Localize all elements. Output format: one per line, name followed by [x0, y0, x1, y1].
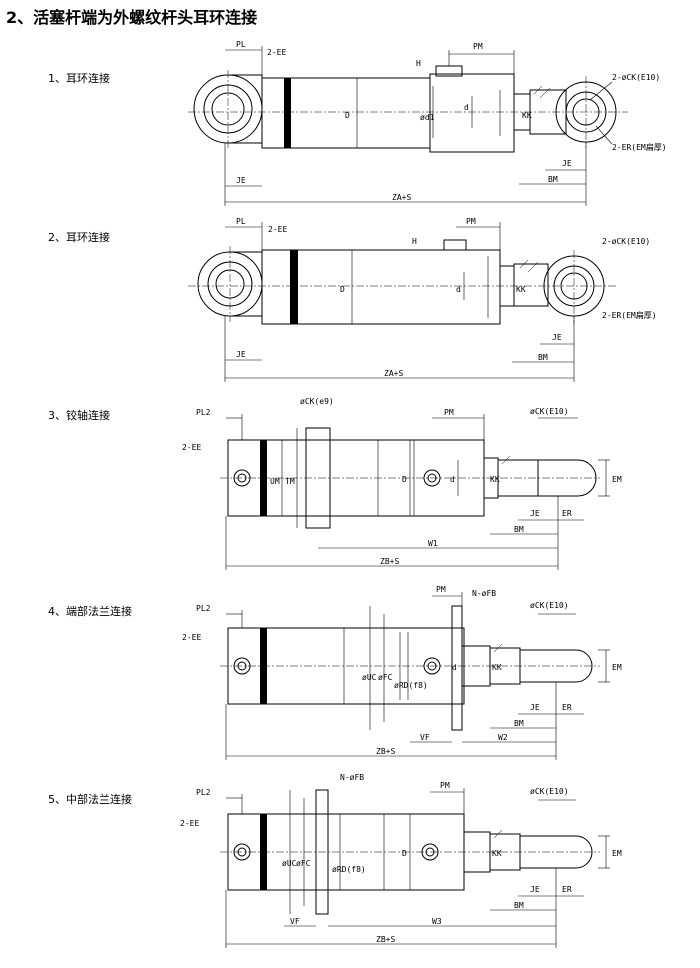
seal-band — [290, 250, 298, 324]
dim-bm: BM — [514, 719, 524, 728]
dim-zb: ZB+S — [376, 747, 395, 756]
page-title: 2、活塞杆端为外螺纹杆头耳环连接 — [6, 8, 258, 27]
dim-rod-d: d — [464, 103, 469, 112]
dim-uc: øUC — [282, 859, 297, 868]
dim-ee: 2-EE — [182, 443, 201, 452]
dim-ee: 2-EE — [268, 225, 287, 234]
diagram-ear-1: PL 2-EE PM H D ød1 d KK 2-øCK(E10) 2-ER(… — [188, 40, 667, 206]
dim-ck: 2-øCK(E10) — [612, 73, 660, 82]
dim-pl2: PL2 — [196, 408, 211, 417]
dim-je-left: JE — [236, 350, 246, 359]
dim-pm: PM — [444, 408, 454, 417]
dim-pl2: PL2 — [196, 604, 211, 613]
dim-w3: W3 — [432, 917, 442, 926]
dim-pm: PM — [436, 585, 446, 594]
diagram-ear-2: PL 2-EE PM H D d KK 2-øCK(E10) 2-ER(EM扁厚… — [188, 217, 657, 382]
dim-er: 2-ER(EM扁厚) — [602, 310, 657, 320]
dim-rod-d: d — [456, 285, 461, 294]
section-3-label: 3、铰轴连接 — [48, 409, 110, 422]
dim-fb: N-øFB — [340, 773, 364, 782]
dim-fb: N-øFB — [472, 589, 496, 598]
dim-d-bore: D — [345, 111, 350, 120]
dim-um: UM — [270, 477, 280, 486]
dim-kk: KK — [522, 111, 532, 120]
section-5-label: 5、中部法兰连接 — [48, 793, 132, 806]
dim-rod-d: d — [450, 475, 455, 484]
dim-zb: ZB+S — [380, 557, 399, 566]
section-1-label: 1、耳环连接 — [48, 72, 110, 85]
dim-d-bore: D — [402, 849, 407, 858]
diagram-trunnion: øCK(e9) PL2 2-EE UM TM D PM d KK øCK(E10… — [182, 397, 622, 570]
dim-pl: PL — [236, 40, 246, 49]
dim-er: ER — [562, 509, 572, 518]
dim-fc: øFC — [296, 859, 311, 868]
dim-bm: BM — [514, 525, 524, 534]
dim-em: EM — [612, 849, 622, 858]
dim-je: JE — [530, 509, 540, 518]
dim-h: H — [416, 59, 421, 68]
dim-uc: øUC — [362, 673, 377, 682]
dim-rd: øRD(f8) — [394, 681, 428, 690]
dim-pm: PM — [466, 217, 476, 226]
dim-em: EM — [612, 663, 622, 672]
section-2-label: 2、耳环连接 — [48, 231, 110, 244]
port-boss — [443, 239, 467, 251]
dim-kk: KK — [490, 475, 500, 484]
dim-ee: 2-EE — [267, 48, 286, 57]
dim-je: JE — [530, 703, 540, 712]
dim-bm: BM — [538, 353, 548, 362]
dim-pm: PM — [440, 781, 450, 790]
dim-je: JE — [530, 885, 540, 894]
dim-rd: øRD(f8) — [332, 865, 366, 874]
dim-d1: ød1 — [420, 113, 435, 122]
dim-za: ZA+S — [384, 369, 403, 378]
dim-w1: W1 — [428, 539, 438, 548]
dim-bm: BM — [548, 175, 558, 184]
dim-tm: TM — [285, 477, 295, 486]
dim-em: EM — [612, 475, 622, 484]
dim-ck: 2-øCK(E10) — [602, 237, 650, 246]
dim-er: ER — [562, 885, 572, 894]
dim-vf: VF — [290, 917, 300, 926]
dim-fc: øFC — [378, 673, 393, 682]
section-4-label: 4、端部法兰连接 — [48, 605, 132, 618]
dim-je-right: JE — [562, 159, 572, 168]
rear-eye-bore — [211, 92, 245, 126]
seal-band — [284, 78, 291, 148]
dim-d-bore: D — [340, 285, 345, 294]
dim-rod-d: d — [452, 663, 457, 672]
dim-vf: VF — [420, 733, 430, 742]
dim-ck: øCK(E10) — [530, 787, 569, 796]
dim-pl2: PL2 — [196, 788, 211, 797]
dim-ee: 2-EE — [182, 633, 201, 642]
dim-kk: KK — [516, 285, 526, 294]
dim-je-right: JE — [552, 333, 562, 342]
dim-h: H — [412, 237, 417, 246]
dim-w2: W2 — [498, 733, 508, 742]
dim-ck-e9: øCK(e9) — [300, 397, 334, 406]
diagram-end-flange: PL2 2-EE PM N-øFB øCK(E10) øUC øFC øRD(f… — [182, 585, 622, 760]
dim-pm: PM — [473, 42, 483, 51]
dim-pl: PL — [236, 217, 246, 226]
dim-ck: øCK(E10) — [530, 407, 569, 416]
dim-ck: øCK(E10) — [530, 601, 569, 610]
dim-za: ZA+S — [392, 193, 411, 202]
dim-kk: KK — [492, 849, 502, 858]
dim-zb: ZB+S — [376, 935, 395, 944]
dim-er: 2-ER(EM扁厚) — [612, 142, 667, 152]
dim-je-left: JE — [236, 176, 246, 185]
dim-ee: 2-EE — [180, 819, 199, 828]
dim-d-bore: D — [402, 475, 407, 484]
dim-er: ER — [562, 703, 572, 712]
dim-kk: KK — [492, 663, 502, 672]
dim-bm: BM — [514, 901, 524, 910]
